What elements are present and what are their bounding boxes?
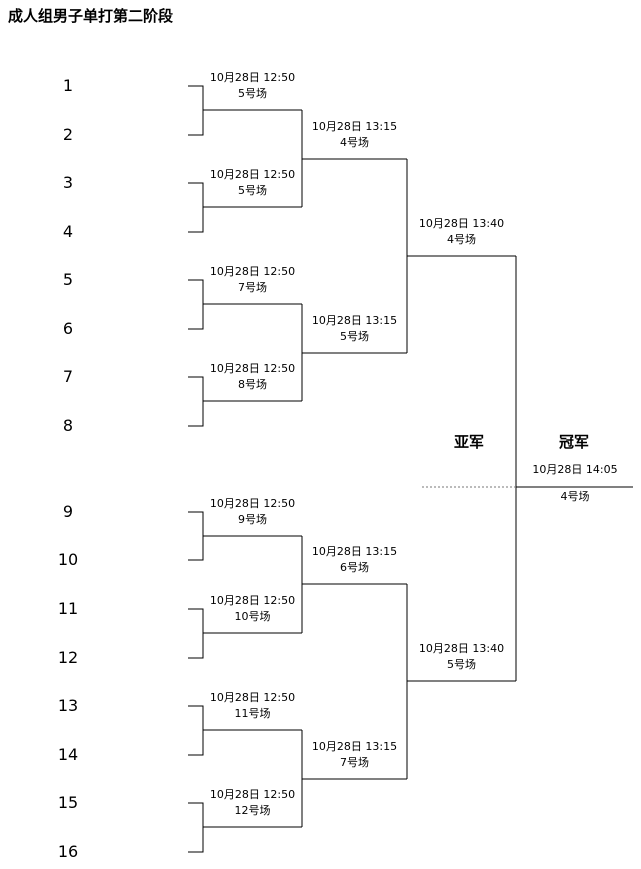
round1-match: 10月28日 12:50 11号场 [203,690,302,722]
seed-number: 3 [62,173,74,192]
match-time: 10月28日 13:15 [311,120,398,133]
match-time: 10月28日 12:50 [209,362,296,375]
champion-label: 冠军 [559,433,590,451]
page-title: 成人组男子单打第二阶段 [8,7,174,25]
seed-number: 10 [57,550,79,569]
round1-match: 10月28日 12:50 9号场 [203,496,302,528]
final-match-court: 4号场 [560,490,590,503]
match-court: 5号场 [238,184,267,197]
final-match-time: 10月28日 14:05 [532,463,618,476]
match-time: 10月28日 12:50 [209,691,296,704]
seed-number: 4 [62,222,74,241]
round1-match: 10月28日 12:50 8号场 [203,361,302,393]
round2-match: 10月28日 13:15 5号场 [302,313,407,345]
semifinal-lines [406,159,516,779]
runner-up-label: 亚军 [454,433,485,451]
seed-number: 2 [62,125,74,144]
match-court: 4号场 [447,233,476,246]
match-court: 9号场 [238,513,267,526]
seed-number: 8 [62,416,74,435]
match-time: 10月28日 13:40 [418,642,505,655]
match-time: 10月28日 12:50 [209,71,296,84]
seed-number: 9 [62,502,74,521]
match-time: 10月28日 13:40 [418,217,505,230]
match-court: 4号场 [340,136,369,149]
seed-number: 5 [62,270,74,289]
round2-lines [301,110,407,827]
match-time: 10月28日 13:15 [311,740,398,753]
seed-number: 7 [62,367,74,386]
round1-match: 10月28日 12:50 12号场 [203,787,302,819]
seed-number: 1 [62,76,74,95]
seed-number: 13 [57,696,79,715]
round1-match: 10月28日 12:50 10号场 [203,593,302,625]
round2-match: 10月28日 13:15 7号场 [302,739,407,771]
match-time: 10月28日 13:15 [311,314,398,327]
match-court: 8号场 [238,378,267,391]
match-time: 10月28日 12:50 [209,788,296,801]
match-court: 7号场 [238,281,267,294]
match-court: 6号场 [340,561,369,574]
semifinal-match: 10月28日 13:40 4号场 [407,216,516,248]
round2-match: 10月28日 13:15 6号场 [302,544,407,576]
seed-number: 6 [62,319,74,338]
match-time: 10月28日 12:50 [209,594,296,607]
match-court: 5号场 [447,658,476,671]
seed-number: 14 [57,745,79,764]
match-court: 5号场 [238,87,267,100]
seed-number: 16 [57,842,79,861]
round1-match: 10月28日 12:50 7号场 [203,264,302,296]
semifinal-match: 10月28日 13:40 5号场 [407,641,516,673]
match-time: 10月28日 13:15 [311,545,398,558]
seed-number: 15 [57,793,79,812]
round1-match: 10月28日 12:50 5号场 [203,167,302,199]
match-time: 10月28日 12:50 [209,168,296,181]
match-court: 7号场 [340,756,369,769]
round2-match: 10月28日 13:15 4号场 [302,119,407,151]
round1-match: 10月28日 12:50 5号场 [203,70,302,102]
seed-number: 12 [57,648,79,667]
match-court: 5号场 [340,330,369,343]
round1-lines [188,85,302,853]
final-lines [515,256,633,681]
match-court: 10号场 [234,610,271,623]
match-court: 12号场 [234,804,271,817]
match-time: 10月28日 12:50 [209,265,296,278]
match-time: 10月28日 12:50 [209,497,296,510]
match-court: 11号场 [234,707,271,720]
seed-number: 11 [57,599,79,618]
